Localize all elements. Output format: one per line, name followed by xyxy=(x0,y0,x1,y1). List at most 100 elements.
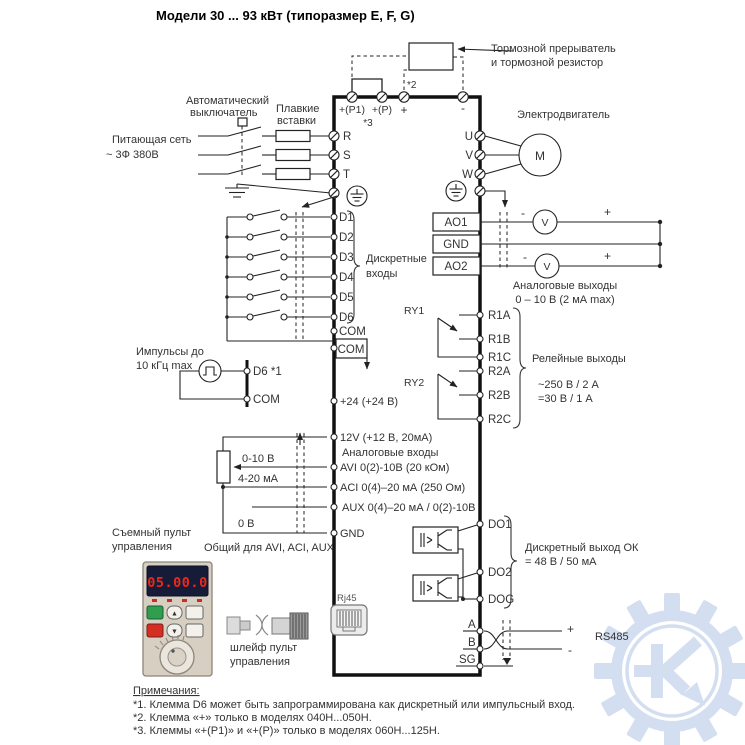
breaker-label-1: Автоматический xyxy=(186,95,269,107)
terminal-v xyxy=(474,149,486,161)
keypad-caption-1: Съемный пульт xyxy=(112,527,191,539)
switch-d5 xyxy=(225,289,338,301)
keypad-cable xyxy=(226,612,309,640)
pot-range-mid: 4-20 мА xyxy=(238,473,279,485)
label-v: V xyxy=(465,150,473,162)
mains-label-1: Питающая сеть xyxy=(112,134,192,146)
switch-d4 xyxy=(225,269,338,281)
voltmeter-ao1-v: V xyxy=(541,217,548,229)
terminal-gnd-ain xyxy=(330,529,338,537)
label-w: W xyxy=(462,169,473,181)
input-terminals: R S T xyxy=(328,130,368,207)
terminal-p xyxy=(376,91,388,103)
relay-rating-2: =30 В / 1 А xyxy=(538,393,593,405)
label-d4: D4 xyxy=(339,272,354,284)
label-r2b: R2B xyxy=(488,390,511,402)
switch-d2 xyxy=(225,229,338,241)
voltmeter-ao1 xyxy=(532,209,558,235)
analog-input-section: 12V (+12 В, 20мА) Аналоговые входы AVI 0… xyxy=(204,432,476,554)
enter-button[interactable] xyxy=(185,623,204,638)
analog-output-section: AO1 GND AO2 V - + V - + Аналоговые выход… xyxy=(432,205,663,306)
label-t: T xyxy=(343,169,350,181)
dc-jumper xyxy=(351,78,383,92)
rs-minus: - xyxy=(568,643,572,657)
keypad-section: Съемный пульт управления 05.00.0 ▲ ▼ xyxy=(112,527,309,677)
fuse-r xyxy=(275,129,311,143)
note-ref-2: *2 xyxy=(407,80,417,91)
discrete-caption-2: входы xyxy=(366,268,398,280)
label-24v: +24 (+24 В) xyxy=(340,396,398,408)
label-r: R xyxy=(343,131,351,143)
ain-caption: Аналоговые входы xyxy=(342,447,439,459)
note-1: *1. Клемма D6 может быть запрограммирова… xyxy=(133,699,575,711)
motor-label: Электродвигатель xyxy=(517,109,610,121)
ao-caption-1: Аналоговые выходы xyxy=(513,280,617,292)
motor-m: M xyxy=(535,149,545,163)
label-dog: DOG xyxy=(488,594,514,606)
terminal-rs-b xyxy=(476,645,484,653)
terminal-pe-right xyxy=(474,185,486,197)
label-aci: ACI 0(4)–20 мА (250 Ом) xyxy=(340,482,465,494)
terminal-t xyxy=(328,168,340,180)
phase-t-circuit xyxy=(198,164,329,181)
terminal-s xyxy=(328,149,340,161)
ao1-plus: + xyxy=(604,205,611,219)
fuse-s xyxy=(275,148,311,162)
brake-resistor-box xyxy=(408,42,454,71)
terminal-do1 xyxy=(476,520,484,528)
label-r2c: R2C xyxy=(488,414,511,426)
keypad-display-value: 05.00.0 xyxy=(147,575,207,591)
stop-button[interactable] xyxy=(146,623,164,638)
terminal-dc-plus xyxy=(398,91,410,103)
pe-symbol-left xyxy=(346,185,368,207)
label-gnd-ain: GND xyxy=(340,528,365,540)
notes-heading: Примечания: xyxy=(133,685,200,697)
terminal-com xyxy=(330,327,338,335)
jog-dial[interactable] xyxy=(154,635,195,675)
rs485-section: A B SG + - RS485 xyxy=(456,619,629,670)
label-do2: DO2 xyxy=(488,567,512,579)
label-d2: D2 xyxy=(339,232,354,244)
label-s: S xyxy=(343,150,351,162)
fuses-label-1: Плавкие xyxy=(276,103,319,115)
up-button[interactable] xyxy=(166,605,183,620)
di-shield-ground-wire xyxy=(301,195,338,208)
label-ao1: AO1 xyxy=(444,217,467,229)
cable-caption-2: управления xyxy=(230,656,290,668)
label-dc-plus: + xyxy=(400,103,407,117)
mode-button[interactable] xyxy=(185,605,204,620)
discrete-caption-1: Дискретные xyxy=(366,253,427,265)
label-d3: D3 xyxy=(339,252,354,264)
label-aux: AUX 0(4)–20 мА / 0(2)-10В xyxy=(342,502,476,514)
pot-range-bottom: 0 В xyxy=(238,518,255,530)
do-caption-1: Дискретный выход ОК xyxy=(525,542,639,554)
label-ao2: AO2 xyxy=(444,261,467,273)
label-d1: D1 xyxy=(339,212,354,224)
brand-logo-gear xyxy=(594,593,745,745)
terminal-avi xyxy=(330,463,338,471)
terminal-w xyxy=(474,168,486,180)
brake-label-2: и тормозной резистор xyxy=(491,57,603,69)
terminal-p1 xyxy=(346,91,358,103)
run-button[interactable] xyxy=(146,605,164,620)
phase-s-circuit xyxy=(198,145,329,162)
label-d6-pulse: D6 *1 xyxy=(253,366,282,378)
label-avi: AVI 0(2)-10В (20 кОм) xyxy=(340,462,449,474)
keypad-display xyxy=(146,565,209,597)
note-2: *2. Клемма «+» только в моделях 040H...0… xyxy=(133,712,372,724)
potentiometer xyxy=(216,450,231,484)
terminal-dc-minus xyxy=(457,91,469,103)
note-ref-3: *3 xyxy=(363,118,373,129)
dc-terminals: +(P1) +(P) + - *3 xyxy=(339,91,469,129)
terminal-rs-sg xyxy=(476,662,484,670)
label-r1c: R1C xyxy=(488,352,511,364)
down-button[interactable] xyxy=(166,623,183,638)
ao-shield-ground-wire xyxy=(485,190,509,208)
label-com-pulse: COM xyxy=(253,394,280,406)
pulse-input-section: Импульсы до 10 кГц max D6 *1 COM xyxy=(136,346,282,407)
motor-section: U V W M Электродвигатель xyxy=(445,109,610,208)
rs-plus: + xyxy=(567,622,574,636)
phase-r-circuit xyxy=(198,126,329,143)
supply-section: Автоматический выключатель Плавкие встав… xyxy=(106,95,332,198)
keypad-status-leds xyxy=(152,599,202,602)
